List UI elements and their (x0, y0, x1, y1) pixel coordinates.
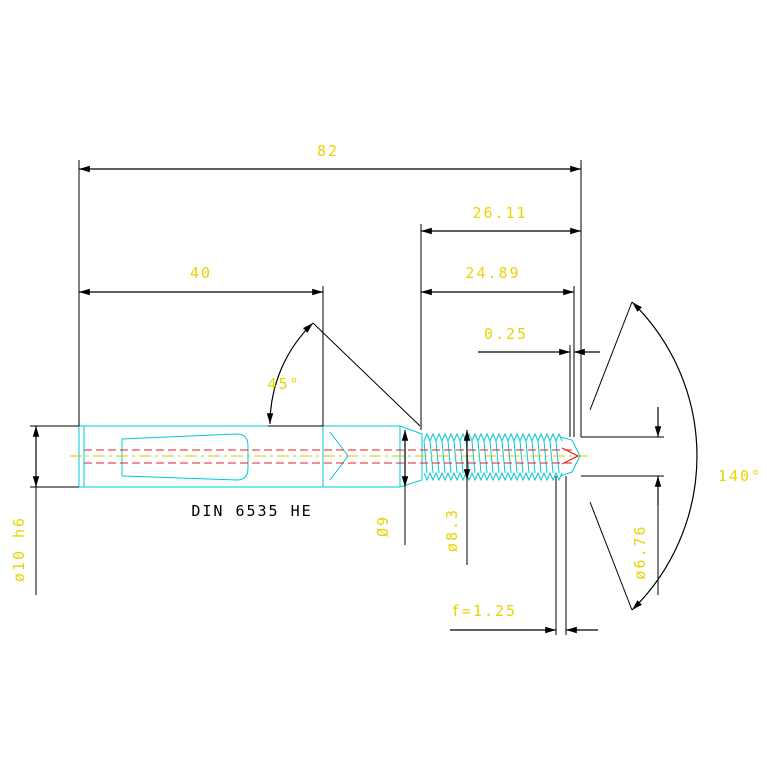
dim-24-89-label: 24.89 (465, 264, 520, 282)
thread-flank (489, 440, 494, 474)
thread-flank (429, 440, 434, 474)
thread-flank (549, 440, 554, 474)
thread-flank (501, 440, 506, 474)
dim-0-25-label: 0.25 (484, 325, 528, 343)
thread-flank (453, 440, 458, 474)
thread-section (423, 432, 563, 482)
shank-length-label: 40 (190, 264, 212, 282)
thread-flank (447, 440, 452, 474)
point-angle-label: 140° (718, 467, 762, 485)
thread-teeth (423, 432, 563, 443)
thread-flank (543, 440, 548, 474)
shank-diameter-label: ø10 h6 (10, 516, 28, 582)
neck-outline (323, 425, 423, 488)
thread-flank (477, 440, 482, 474)
thread-flank (423, 440, 428, 474)
thread-flank (519, 440, 524, 474)
thread-flank (537, 440, 542, 474)
core-diameter-label: ø6.76 (631, 524, 649, 579)
dimension-lines (32, 165, 698, 634)
extension-lines (30, 160, 664, 635)
thread-flank (495, 440, 500, 474)
thread-flank (555, 440, 560, 474)
thread-flank (507, 440, 512, 474)
thread-flank (525, 440, 530, 474)
thread-flank (483, 440, 488, 474)
f-value-label: f=1.25 (451, 602, 517, 620)
dim-26-11-label: 26.11 (472, 204, 527, 222)
thread-teeth (423, 471, 563, 482)
overall-length-label: 82 (317, 142, 339, 160)
shank-standard-label: DIN 6535 HE (191, 502, 312, 520)
thread-flank (471, 440, 476, 474)
thread-flank (513, 440, 518, 474)
shank-pocket (121, 433, 249, 481)
thread-flank (435, 440, 440, 474)
thread-flank (459, 440, 464, 474)
neck-diameter-label: Ø9 (374, 515, 392, 537)
chamfer-angle-label: 45° (267, 375, 300, 393)
thread-flank (531, 440, 536, 474)
thread-flank (441, 440, 446, 474)
tool-body (78, 425, 581, 488)
thread-diameter-label: ø8.3 (443, 508, 461, 552)
